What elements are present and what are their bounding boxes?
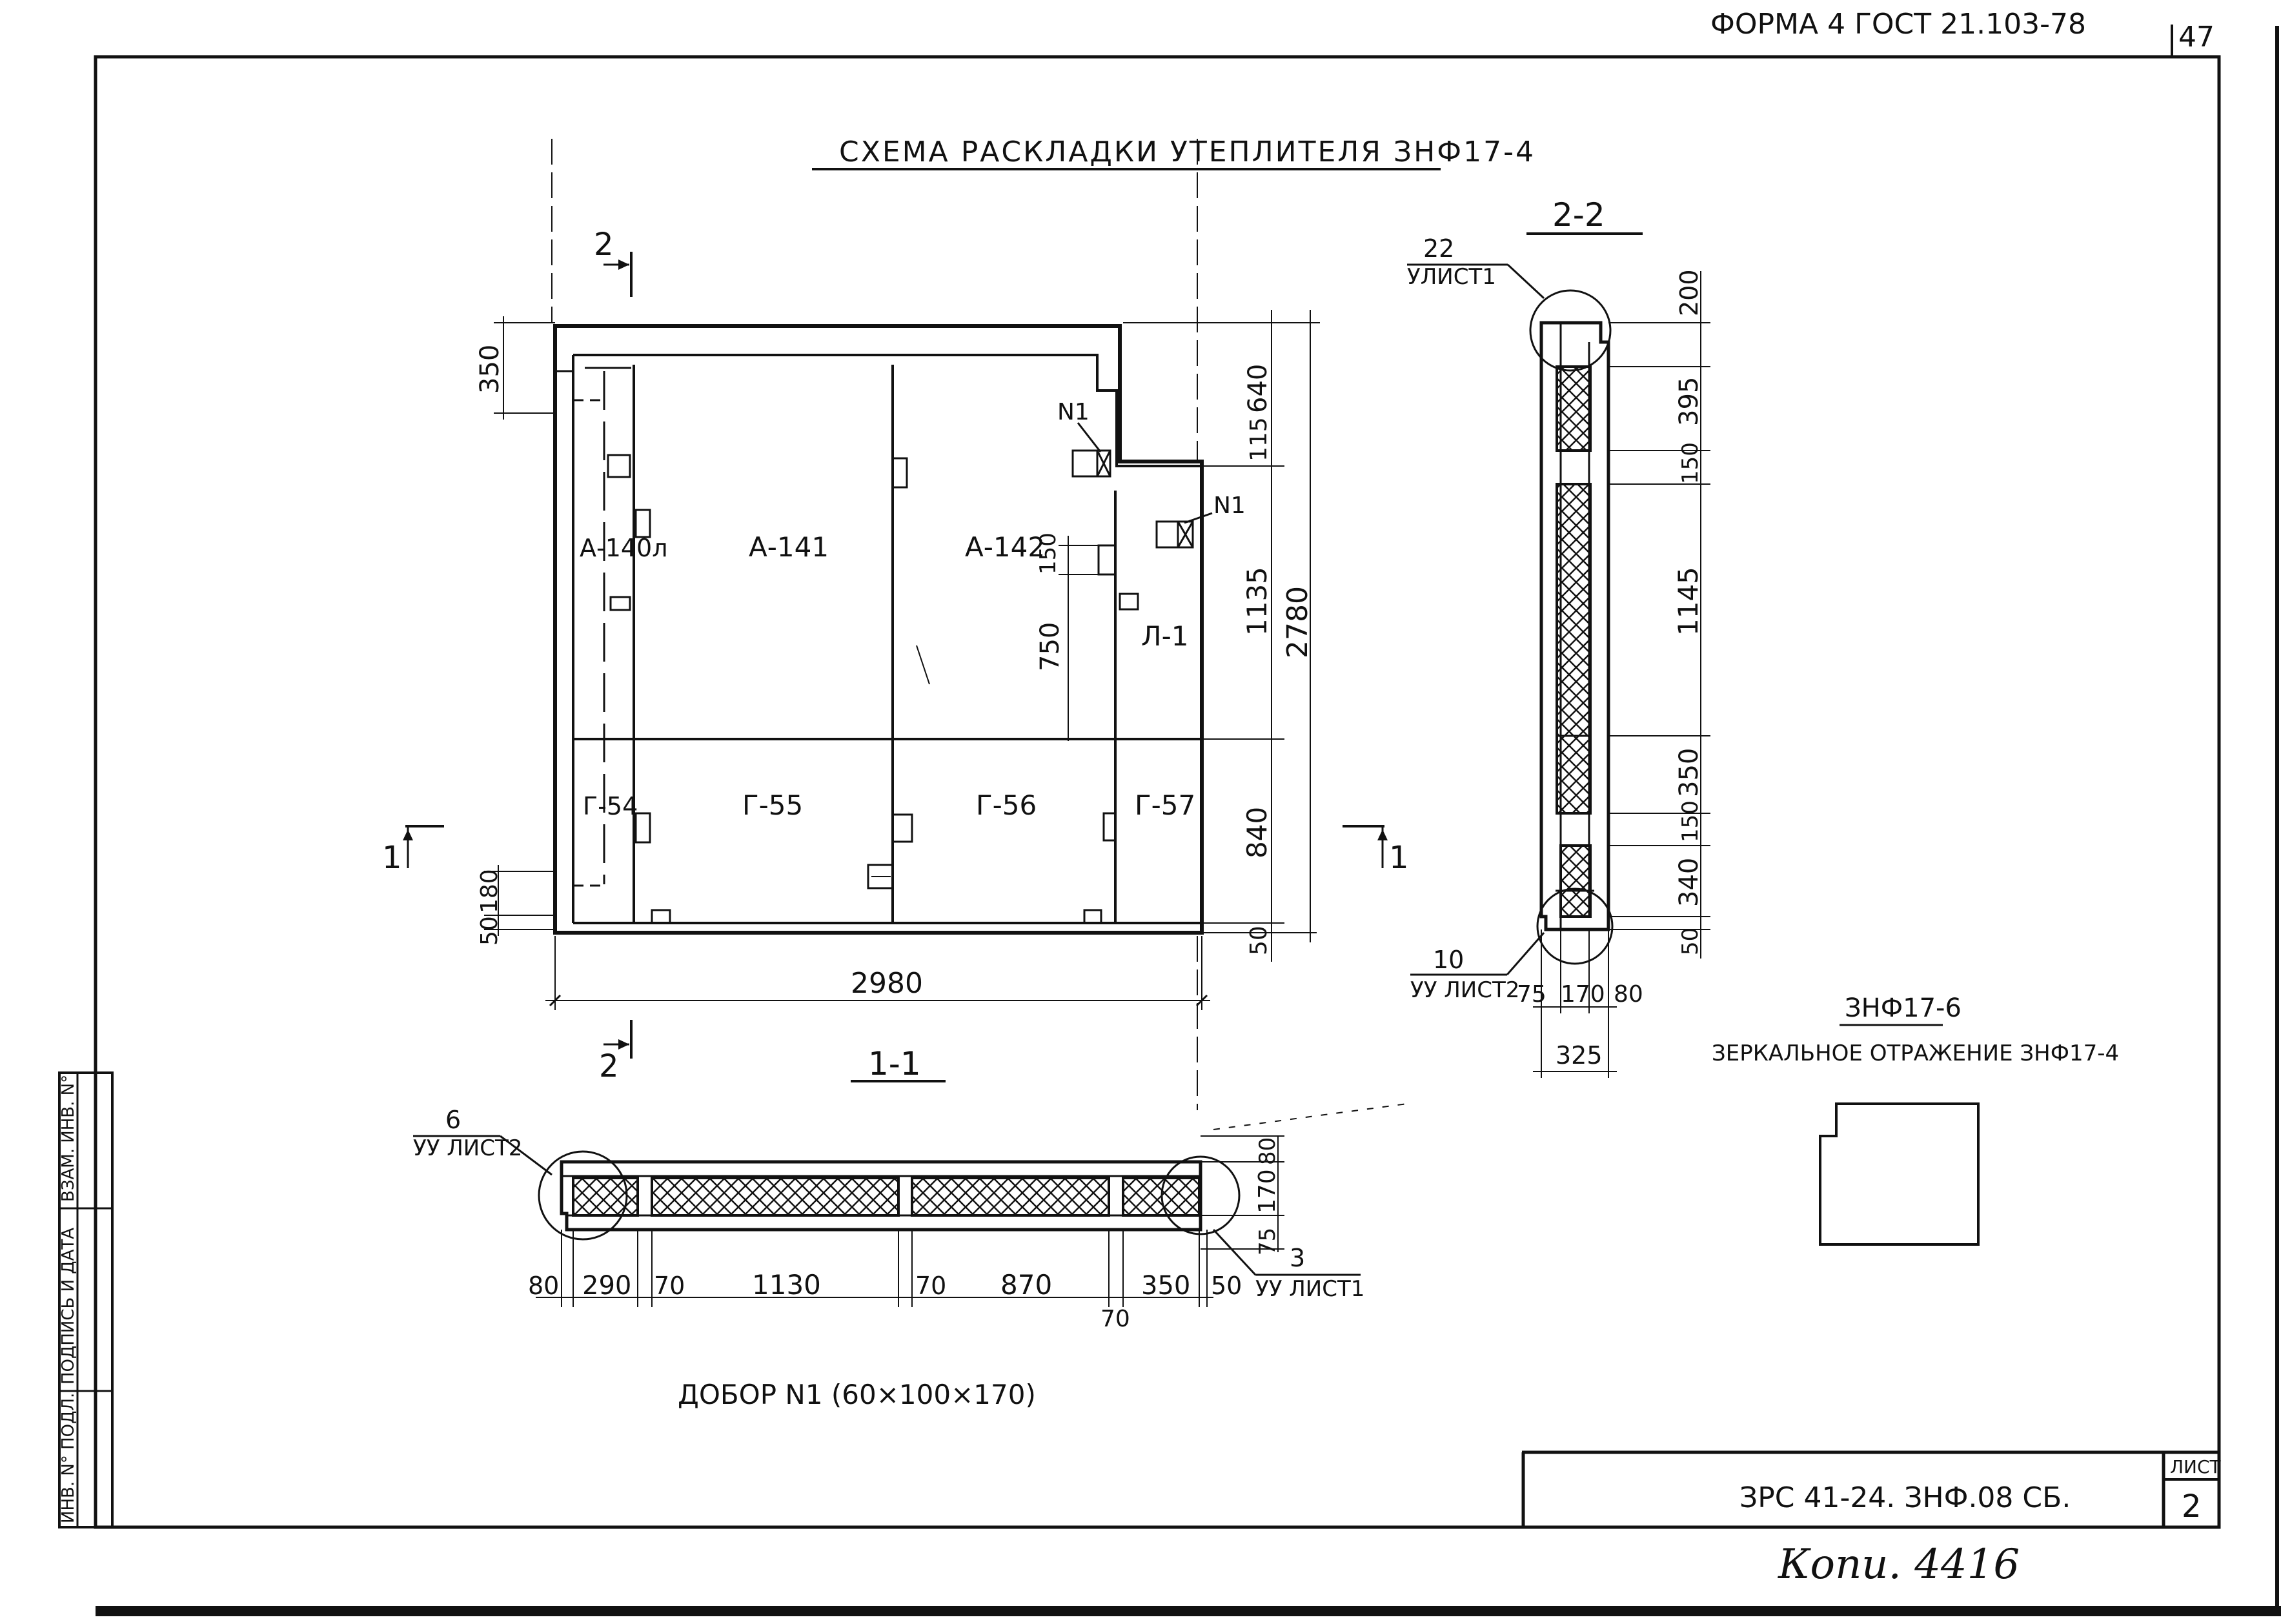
plan-dimensions: 350 180 50 640 115 1135 840 50 2780 150 … (475, 310, 1320, 1010)
insulation-layer (1556, 365, 1592, 452)
title-block: ЗРС 41-24. ЗНФ.08 СБ. ЛИСТ 2 (1521, 1450, 2222, 1527)
stamp-inv-podl: ИНВ. N° ПОДЛ. (59, 1393, 78, 1523)
document-code: ЗРС 41-24. ЗНФ.08 СБ. (1739, 1481, 2071, 1514)
dim-395: 395 (1674, 377, 1704, 426)
insulation-layer (572, 1177, 639, 1217)
dim-80-h: 80 (528, 1272, 559, 1300)
dobor-n1-block (1155, 520, 1194, 549)
dobor-n1-block (1071, 449, 1111, 478)
section-2-2-title: 2-2 (1552, 196, 1605, 234)
stamp-vzam-inv: ВЗАМ. ИНВ. N° (59, 1075, 78, 1202)
dim-115: 115 (1246, 417, 1272, 462)
handwritten-copy-number: Копи. 4416 (1778, 1541, 2020, 1588)
dim-170-s22: 170 (1561, 981, 1605, 1008)
detail-circle-3 (1161, 1155, 1241, 1235)
dim-150-a: 150 (1678, 442, 1703, 484)
callout-22-num: 22 (1423, 234, 1454, 263)
panel-label-a142: А-142 (965, 531, 1045, 563)
dim-75-s22: 75 (1517, 981, 1546, 1008)
panel-label-g54: Г-54 (583, 792, 638, 820)
format-header: ФОРМА 4 ГОСТ 21.103-78 (1710, 8, 2086, 41)
callout-3-num: 3 (1290, 1244, 1305, 1272)
dim-1130: 1130 (752, 1269, 821, 1301)
mirror-description: ЗЕРКАЛЬНОЕ ОТРАЖЕНИЕ ЗНФ17-4 (1712, 1040, 2119, 1066)
section-2-2: 2-2 22 УЛИСТ1 10 УУ ЛИСТ2 200 395 (1407, 196, 1710, 1078)
dim-290: 290 (582, 1271, 631, 1301)
detail-circle-22 (1529, 289, 1612, 372)
plan-inner-contour (573, 354, 1201, 467)
dim-70-b: 70 (915, 1272, 946, 1300)
mirror-label: ЗНФ17-6 (1845, 993, 1962, 1023)
detail-circle-10 (1536, 888, 1614, 965)
dim-180-left: 180 (476, 869, 503, 913)
dim-50-left: 50 (476, 916, 503, 946)
dim-1145: 1145 (1672, 567, 1704, 636)
page-number: 47 (2178, 21, 2215, 54)
insulation-layer (1556, 483, 1592, 815)
dim-325: 325 (1556, 1041, 1603, 1070)
panel-label-a141: А-141 (749, 531, 829, 563)
section-mark-2-top: 2 (594, 227, 614, 263)
dim-2980: 2980 (851, 967, 923, 1000)
sheet-number: 2 (2182, 1488, 2202, 1525)
section-1-1-title: 1-1 (868, 1045, 921, 1082)
dim-2780: 2780 (1281, 586, 1314, 658)
insulation-layer (911, 1177, 1110, 1217)
dim-350-h: 350 (1141, 1271, 1190, 1301)
dim-200: 200 (1675, 269, 1703, 316)
plan-outer-contour (553, 324, 1204, 935)
dim-70-a: 70 (654, 1272, 685, 1300)
callout-22-ref: УЛИСТ1 (1407, 264, 1496, 290)
main-title: СХЕМА РАСКЛАДКИ УТЕПЛИТЕЛЯ ЗНФ17-4 (839, 136, 1536, 168)
panel-label-a140l: А-140л (580, 534, 668, 562)
dim-170-v: 170 (1254, 1169, 1281, 1213)
callout-10-ref: УУ ЛИСТ2 (1410, 977, 1519, 1003)
dim-640: 640 (1243, 364, 1273, 413)
insulation-layer (651, 1177, 900, 1217)
callout-6-num: 6 (445, 1106, 461, 1134)
dobor-n1-label: N1 (1213, 492, 1246, 519)
panel-label-g55: Г-55 (742, 789, 803, 821)
dim-75-v: 75 (1255, 1228, 1281, 1255)
panel-label-g57: Г-57 (1135, 789, 1195, 821)
dobor-note: ДОБОР N1 (60×100×170) (678, 1379, 1036, 1410)
dobor-n1-label: N1 (1057, 399, 1090, 425)
dim-870: 870 (1000, 1269, 1052, 1301)
sheet-frame (94, 25, 2281, 1616)
panel-label-g56: Г-56 (976, 789, 1037, 821)
callout-10-num: 10 (1433, 946, 1464, 974)
dim-1135: 1135 (1241, 567, 1273, 636)
dim-80-s22: 80 (1614, 981, 1643, 1008)
insulation-layer (1559, 844, 1592, 918)
dim-350-left: 350 (475, 345, 505, 394)
callout-3-ref: УУ ЛИСТ1 (1255, 1276, 1364, 1302)
plan-view (403, 139, 1388, 1110)
dim-50-right: 50 (1246, 926, 1272, 955)
detail-circle-6 (538, 1150, 628, 1241)
sheet-label: ЛИСТ (2170, 1456, 2222, 1477)
dim-750-inner: 750 (1035, 622, 1065, 671)
mirror-variant: ЗНФ17-6 ЗЕРКАЛЬНОЕ ОТРАЖЕНИЕ ЗНФ17-4 (1712, 993, 2119, 1246)
side-stamp: ВЗАМ. ИНВ. N° ПОДПИСЬ И ДАТА ИНВ. N° ПОД… (58, 1071, 114, 1528)
mirror-outline (1819, 1102, 1980, 1246)
section-1-1: 1-1 6 УУ ЛИСТ2 3 УУ ЛИСТ1 80 170 75 (413, 1045, 1408, 1332)
dim-350-s22: 350 (1674, 748, 1704, 797)
stamp-podpis-data: ПОДПИСЬ И ДАТА (59, 1228, 78, 1385)
dim-150-inner: 150 (1035, 533, 1061, 574)
dim-340: 340 (1674, 858, 1704, 907)
dim-80-v: 80 (1255, 1137, 1281, 1165)
section-mark-1-left: 1 (382, 840, 402, 876)
dim-50-s22: 50 (1678, 928, 1703, 955)
dim-50-h: 50 (1211, 1272, 1242, 1300)
dim-70-c: 70 (1100, 1306, 1130, 1332)
dim-840: 840 (1241, 807, 1273, 858)
section-mark-1-right: 1 (1389, 840, 1409, 876)
panel-label-l1: Л-1 (1141, 620, 1188, 652)
section-mark-2-bottom: 2 (599, 1048, 619, 1084)
dim-150-b: 150 (1678, 800, 1703, 842)
plan-panel-labels: А-140л А-141 А-142 Л-1 Г-54 Г-55 Г-56 Г-… (382, 227, 1409, 1084)
